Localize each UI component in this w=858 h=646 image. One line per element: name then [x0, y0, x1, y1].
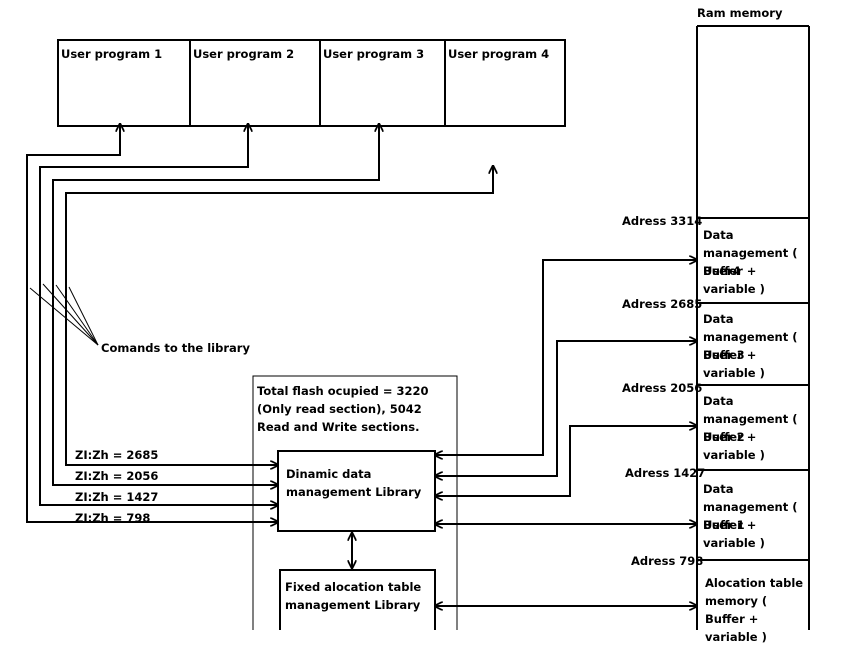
ram-section-user3-title: Data management ( Buffer + variable ): [703, 312, 798, 380]
ram-memory-title: Ram memory: [697, 6, 783, 20]
zh-label-2685: ZI:Zh = 2685: [75, 448, 159, 462]
address-798: Adress 798: [631, 554, 704, 568]
connection-program-3: [52, 124, 379, 485]
zh-label-1427: ZI:Zh = 1427: [75, 490, 159, 504]
ram-section-user2-user: User 2: [703, 430, 745, 444]
connection-program-2: [39, 124, 278, 505]
address-3314: Adress 3314: [622, 214, 703, 228]
zh-label-2056: ZI:Zh = 2056: [75, 469, 159, 483]
user-program-1-label: User program 1: [61, 47, 163, 61]
user-program-4-box: [444, 39, 566, 127]
connection-user2-ram: [435, 426, 697, 496]
alloc-table-label: Alocation table memory ( Buffer + variab…: [705, 576, 804, 644]
address-2056: Adress 2056: [622, 381, 703, 395]
fixed-library-box: [279, 569, 436, 630]
ram-section-user4-title: Data management ( Buffer + variable ): [703, 228, 798, 296]
comands-label: Comands to the library: [101, 341, 250, 355]
ram-section-user2-title: Data management ( Buffer + variable ): [703, 394, 798, 462]
ram-section-user4-user: User4: [703, 264, 741, 278]
ram-section-user1-user: User 1: [703, 518, 745, 532]
user-program-3-label: User program 3: [323, 47, 425, 61]
dynamic-library-label: Dinamic data management Library: [286, 467, 422, 499]
address-2685: Adress 2685: [622, 297, 703, 311]
connection-program-1: [26, 124, 278, 522]
ram-section-user1-title: Data management ( Buffer + variable ): [703, 482, 798, 550]
diagram-lines: [26, 25, 810, 630]
user-program-2-label: User program 2: [193, 47, 295, 61]
comands-pointer-lines: [29, 283, 99, 346]
address-1427: Adress 1427: [625, 466, 706, 480]
user-program-4-label: User program 4: [448, 47, 550, 61]
ram-connections: [352, 260, 697, 606]
zh-label-798: ZI:Zh = 798: [75, 511, 151, 525]
fixed-library-label: Fixed alocation table management Library: [285, 580, 422, 612]
flash-note: Total flash ocupied = 3220 (Only read se…: [257, 384, 429, 434]
connection-program-4: [65, 166, 493, 465]
program-connections: [26, 124, 493, 522]
ram-section-user3-user: User 3: [703, 348, 745, 362]
